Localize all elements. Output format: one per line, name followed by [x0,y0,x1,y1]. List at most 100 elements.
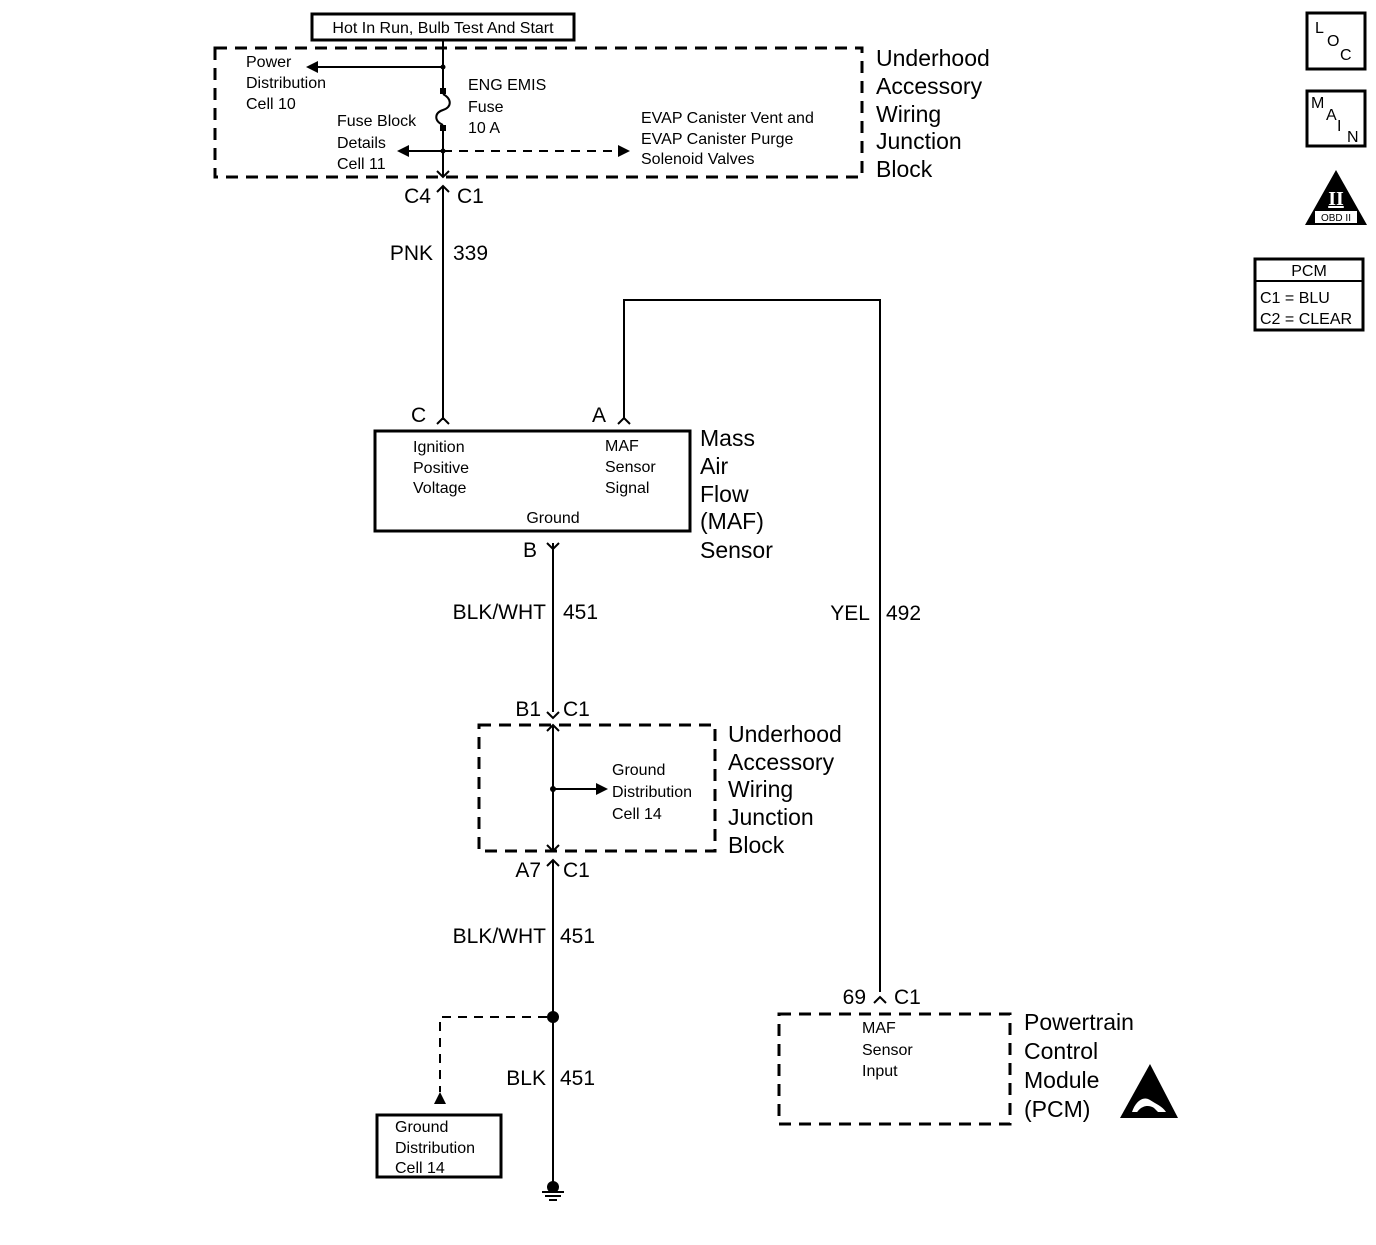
wire-451-c-number: 451 [560,1067,595,1090]
svg-text:MAF: MAF [605,438,639,455]
power-distribution-ref: Power Distribution Cell 10 [246,54,326,113]
power-source-text: Hot In Run, Bulb Test And Start [332,20,554,37]
svg-text:Block: Block [876,156,933,182]
wire-492-number: 492 [886,602,921,625]
svg-text:Sensor: Sensor [862,1042,913,1059]
svg-text:Sensor: Sensor [700,537,773,563]
arrow-right-icon [596,783,608,795]
svg-text:Input: Input [862,1063,898,1080]
splice-icon [547,1011,559,1023]
wire-451-a-number: 451 [563,601,598,624]
svg-text:Cell 10: Cell 10 [246,96,296,113]
svg-text:Cell 14: Cell 14 [612,806,662,823]
wire-451-a-color: BLK/WHT [453,601,547,624]
svg-text:Underhood: Underhood [728,721,842,747]
connector-c1: C1 [563,859,590,882]
connector-c1: C1 [457,185,484,208]
loc-icon: L O C [1305,11,1367,71]
svg-text:II: II [1328,188,1344,210]
svg-text:Air: Air [700,453,728,479]
maf-ignition-label: Ignition Positive Voltage [413,439,469,497]
fuse-symbol [435,93,451,126]
svg-text:Underhood: Underhood [876,45,990,71]
wire-451-b-number: 451 [560,925,595,948]
svg-text:Cell 14: Cell 14 [395,1160,445,1177]
wire-451-c-color: BLK [506,1067,546,1090]
pcm-connector-legend: PCM C1 = BLU C2 = CLEAR [1253,257,1365,332]
maf-ground-label: Ground [526,510,579,527]
svg-text:Control: Control [1024,1038,1098,1064]
connector-b1: B1 [515,698,541,721]
svg-text:Accessory: Accessory [728,749,835,775]
svg-text:Positive: Positive [413,460,469,477]
svg-text:Flow: Flow [700,481,749,507]
svg-text:Sensor: Sensor [605,459,656,476]
svg-text:Wiring: Wiring [728,776,793,802]
wire-339-number: 339 [453,242,488,265]
pcm-module: 69 C1 MAF Sensor Input Powertrain Contro… [777,986,1178,1126]
svg-text:EVAP Canister Vent and: EVAP Canister Vent and [641,110,814,127]
power-source-label: Hot In Run, Bulb Test And Start [310,12,576,42]
evap-solenoid-ref: EVAP Canister Vent and EVAP Canister Pur… [641,110,814,168]
svg-text:Block: Block [728,832,785,858]
esd-warning-icon [1120,1064,1178,1118]
wire-339-color: PNK [390,242,433,265]
wire-492 [623,299,881,992]
pcm-input-label: MAF Sensor Input [862,1020,913,1080]
maf-pin-b: B [523,539,537,562]
connector-c1: C1 [563,698,590,721]
svg-text:(PCM): (PCM) [1024,1096,1090,1122]
svg-text:Junction: Junction [876,128,962,154]
svg-text:O: O [1327,33,1339,50]
svg-text:MAF: MAF [862,1020,896,1037]
svg-text:Mass: Mass [700,425,755,451]
underhood-junction-block-top: Underhood Accessory Wiring Junction Bloc… [213,40,990,193]
arrow-right-icon [618,145,630,157]
svg-text:Distribution: Distribution [246,75,326,92]
svg-text:Fuse: Fuse [468,99,504,116]
connector-c4: C4 [404,185,431,208]
maf-title: Mass Air Flow (MAF) Sensor [700,425,773,563]
maf-sensor: C A Ignition Positive Voltage MAF Sensor… [373,404,773,563]
svg-text:(MAF): (MAF) [700,508,764,534]
eng-emis-fuse-label: ENG EMIS Fuse 10 A [468,77,546,137]
pcm-connector-c1: C1 [894,986,921,1009]
legend-c1: C1 = BLU [1260,290,1330,307]
ground-distribution-ref: Ground Distribution Cell 14 [612,762,692,823]
arrow-left-icon [306,61,318,73]
svg-text:ENG EMIS: ENG EMIS [468,77,546,94]
svg-text:Accessory: Accessory [876,73,983,99]
svg-text:Voltage: Voltage [413,480,466,497]
svg-text:Solenoid Valves: Solenoid Valves [641,151,755,168]
maf-signal-label: MAF Sensor Signal [605,438,656,497]
ground-icon [542,1181,564,1201]
wire-451-b-color: BLK/WHT [453,925,547,948]
fuse-block-details-ref: Fuse Block Details Cell 11 [337,113,417,173]
svg-text:L: L [1315,20,1324,37]
svg-text:Junction: Junction [728,804,814,830]
ground-distribution-box: Ground Distribution Cell 14 [375,1113,503,1179]
connector-a7: A7 [515,859,541,882]
svg-text:Signal: Signal [605,480,649,497]
svg-text:Distribution: Distribution [395,1140,475,1157]
svg-text:Powertrain: Powertrain [1024,1009,1134,1035]
svg-text:EVAP Canister Purge: EVAP Canister Purge [641,131,793,148]
svg-text:Ground: Ground [395,1119,448,1136]
pcm-title: Powertrain Control Module (PCM) [1024,1009,1134,1122]
obd-ii-icon: II OBD II [1305,170,1367,225]
arrow-up-icon [434,1092,446,1104]
svg-text:Ignition: Ignition [413,439,465,456]
svg-text:Cell 11: Cell 11 [337,156,386,173]
svg-text:Distribution: Distribution [612,784,692,801]
svg-text:Ground: Ground [612,762,665,779]
svg-text:Details: Details [337,135,386,152]
svg-text:C: C [1340,47,1352,64]
svg-text:M: M [1311,95,1324,112]
arrow-left-icon [397,145,409,157]
maf-pin-c: C [411,404,426,427]
uh-bottom-title: Underhood Accessory Wiring Junction Bloc… [728,721,842,858]
svg-text:OBD II: OBD II [1321,213,1351,224]
pcm-pin-69: 69 [843,986,866,1009]
legend-c2: C2 = CLEAR [1260,311,1352,328]
